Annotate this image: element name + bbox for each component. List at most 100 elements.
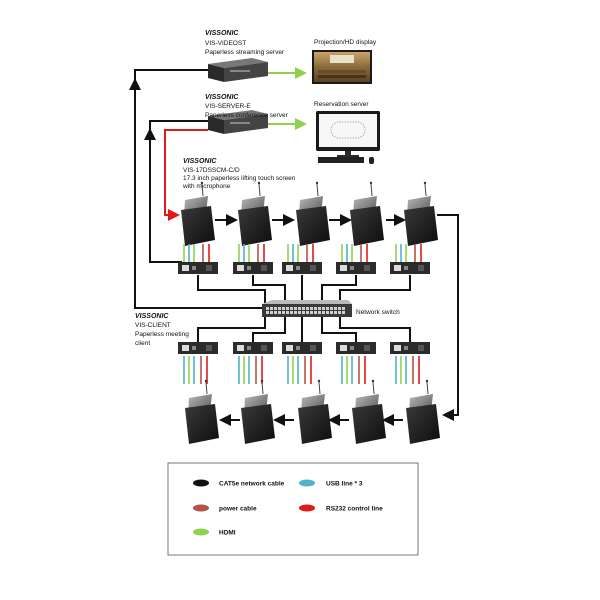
microphone-icon <box>370 183 373 197</box>
microphone-head <box>260 379 264 383</box>
conference-server-box <box>208 110 268 134</box>
port-icon <box>247 346 251 350</box>
switch-port-b-2 <box>270 311 273 314</box>
client-model: VIS-CLIENT <box>135 322 171 329</box>
microphone-head <box>204 379 208 383</box>
streaming-server-brand: VISSONIC <box>205 30 239 37</box>
switch-port-15 <box>322 307 325 310</box>
switch-port-8 <box>294 307 297 310</box>
switch-port-b-3 <box>274 311 277 314</box>
panel-body <box>238 206 272 246</box>
conference-server-model: VIS-SERVER-E <box>205 103 251 110</box>
top-touch-panel-5 <box>404 181 438 246</box>
switch-port-b-16 <box>326 311 329 314</box>
bottom-cable-drop-2 <box>238 356 263 384</box>
port-icon <box>261 345 267 351</box>
port-icon <box>404 266 408 270</box>
panel-body <box>241 404 275 444</box>
top-cable-drop-2 <box>238 244 265 262</box>
bottom-cable-drop-1 <box>183 356 208 384</box>
legend-swatch-hdmi <box>193 528 209 536</box>
switch-port-13 <box>314 307 317 310</box>
switch-port-17 <box>330 307 333 310</box>
switch-port-b-8 <box>294 311 297 314</box>
port-icon <box>340 345 347 351</box>
switch-bottom-links <box>197 317 411 342</box>
bottom-control-box-4 <box>336 342 376 354</box>
port-icon <box>247 266 251 270</box>
cat5e-loop-inner <box>149 120 208 263</box>
legend-cat5e: CAT5e network cable <box>219 481 285 488</box>
bottom-control-box-3 <box>282 342 322 354</box>
top-control-box-3 <box>282 262 322 274</box>
top-touch-panel-1 <box>181 181 215 246</box>
microphone-head <box>200 181 204 185</box>
cat5e-right-loop <box>437 214 459 421</box>
touch-screen-brand: VISSONIC <box>183 158 217 165</box>
switch-port-b-9 <box>298 311 301 314</box>
top-control-box-2 <box>233 262 273 274</box>
streaming-server-desc: Paperless streaming server <box>205 49 285 56</box>
switch-port-b-13 <box>314 311 317 314</box>
microphone-icon <box>201 183 204 197</box>
switch-port-b-5 <box>282 311 285 314</box>
port-icon <box>394 345 401 351</box>
microphone-icon <box>316 183 319 197</box>
client-desc-line1: Paperless meeting <box>135 331 189 338</box>
legend-box <box>167 462 419 556</box>
port-icon <box>296 266 300 270</box>
switch-port-b-1 <box>266 311 269 314</box>
network-switch <box>262 300 352 317</box>
switch-port-b-4 <box>278 311 281 314</box>
switch-port-b-20 <box>342 311 345 314</box>
touch-screen-model: VIS-17DSSCM-C/D <box>183 167 240 174</box>
panel-body <box>352 404 386 444</box>
switch-port-4 <box>278 307 281 310</box>
switch-port-3 <box>274 307 277 310</box>
switch-port-20 <box>342 307 345 310</box>
switch-port-b-19 <box>338 311 341 314</box>
microphone-icon <box>261 381 264 395</box>
switch-port-5 <box>282 307 285 310</box>
microphone-icon <box>426 381 429 395</box>
panel-body <box>298 404 332 444</box>
switch-port-2 <box>270 307 273 310</box>
projection-label: Projection/HD display <box>314 39 377 46</box>
port-icon <box>182 265 189 271</box>
top-control-box-1 <box>178 262 218 274</box>
bottom-control-box-2 <box>233 342 273 354</box>
port-icon <box>296 346 300 350</box>
switch-port-9 <box>298 307 301 310</box>
port-icon <box>340 265 347 271</box>
switch-port-b-7 <box>290 311 293 314</box>
bottom-touch-panel-2 <box>241 379 275 444</box>
switch-port-b-12 <box>310 311 313 314</box>
conference-server-brand: VISSONIC <box>205 94 239 101</box>
switch-top-links <box>197 275 411 303</box>
conference-server-desc: Paperless conference server <box>205 112 289 119</box>
switch-port-b-6 <box>286 311 289 314</box>
top-touch-panel-4 <box>350 181 384 246</box>
switch-port-12 <box>310 307 313 310</box>
microphone-head <box>317 379 321 383</box>
switch-port-b-17 <box>330 311 333 314</box>
port-icon <box>286 265 293 271</box>
microphone-icon <box>424 183 427 197</box>
top-touch-panel-3 <box>296 181 330 246</box>
top-touch-panel-2 <box>238 181 272 246</box>
bottom-cable-drop-3 <box>287 356 312 384</box>
cat5e-loop-outer <box>134 69 262 309</box>
switch-port-18 <box>334 307 337 310</box>
switch-port-11 <box>306 307 309 310</box>
panel-body <box>181 206 215 246</box>
port-icon <box>364 345 370 351</box>
microphone-head <box>423 181 427 185</box>
port-icon <box>192 266 196 270</box>
top-cable-drop-3 <box>287 244 314 262</box>
microphone-head <box>315 181 319 185</box>
port-icon <box>418 345 424 351</box>
bottom-touch-panel-3 <box>298 379 332 444</box>
top-control-box-4 <box>336 262 376 274</box>
client-desc-line2: client <box>135 340 150 347</box>
